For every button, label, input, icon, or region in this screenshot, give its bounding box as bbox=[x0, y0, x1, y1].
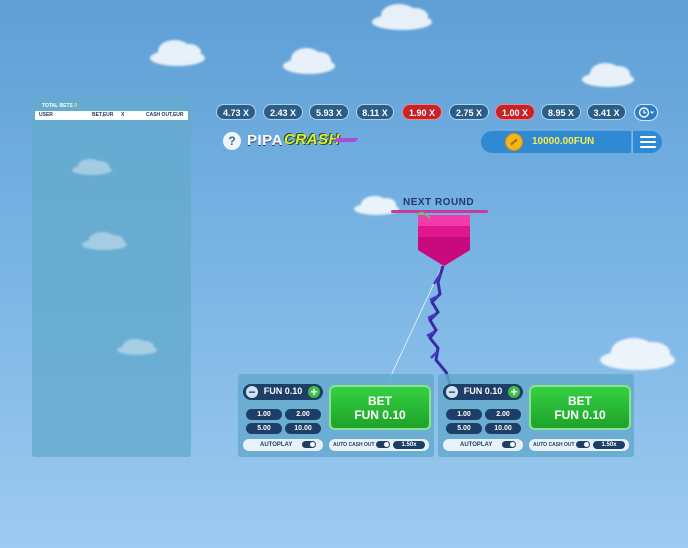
quick-bet-chip[interactable]: 2.00 bbox=[485, 409, 521, 420]
autoplay-switch[interactable] bbox=[502, 441, 516, 448]
bet-panel: − FUN 0.10 + 1.00 2.00 5.00 10.00 BET FU… bbox=[238, 374, 434, 457]
autoplay-switch[interactable] bbox=[302, 441, 316, 448]
auto-cashout-control: AUTO CASH OUT 1.50x bbox=[329, 439, 429, 451]
balance-value: 10000.00FUN bbox=[532, 136, 595, 147]
bet-button-amount: FUN 0.10 bbox=[354, 408, 406, 422]
kite bbox=[387, 212, 470, 385]
hamburger-menu-icon bbox=[640, 136, 656, 138]
game-logo: PIPA CRASH bbox=[247, 131, 359, 152]
history-clock-icon bbox=[638, 107, 654, 118]
cloud bbox=[150, 40, 205, 66]
multiplier-badge: 1.00 X bbox=[495, 104, 535, 120]
autoplay-toggle[interactable]: AUTOPLAY bbox=[443, 439, 523, 451]
bets-table-header: USER BET,EUR X CASH OUT,EUR bbox=[35, 111, 188, 120]
multiplier-badge: 2.75 X bbox=[449, 104, 489, 120]
auto-cashout-value[interactable]: 1.50x bbox=[393, 441, 425, 449]
auto-cashout-label: AUTO CASH OUT bbox=[533, 442, 575, 448]
cloud bbox=[283, 48, 335, 74]
round-status-underline bbox=[391, 210, 488, 213]
bet-button-amount: FUN 0.10 bbox=[554, 408, 606, 422]
bet-amount-stepper: − FUN 0.10 + bbox=[443, 384, 523, 400]
bet-panel: − FUN 0.10 + 1.00 2.00 5.00 10.00 BET FU… bbox=[438, 374, 634, 457]
balance-display: 10000.00FUN bbox=[481, 131, 631, 153]
quick-bet-chip[interactable]: 1.00 bbox=[246, 409, 282, 420]
quick-bet-chip[interactable]: 10.00 bbox=[485, 423, 521, 434]
multiplier-badge: 5.93 X bbox=[309, 104, 349, 120]
cloud bbox=[600, 338, 675, 370]
quick-bet-chip[interactable]: 5.00 bbox=[446, 423, 482, 434]
bet-button-label: BET bbox=[368, 394, 392, 408]
autoplay-toggle[interactable]: AUTOPLAY bbox=[243, 439, 323, 451]
multiplier-badge: 4.73 X bbox=[216, 104, 256, 120]
multiplier-badge: 2.43 X bbox=[263, 104, 303, 120]
cloud bbox=[117, 339, 157, 355]
auto-cashout-value[interactable]: 1.50x bbox=[593, 441, 625, 449]
hamburger-menu-icon bbox=[640, 146, 656, 148]
bet-amount: FUN 0.10 bbox=[263, 386, 303, 396]
cloud bbox=[354, 195, 399, 215]
help-button[interactable]: ? bbox=[223, 132, 241, 150]
bet-button[interactable]: BET FUN 0.10 bbox=[529, 385, 631, 430]
hamburger-menu-icon bbox=[640, 141, 656, 143]
bet-button[interactable]: BET FUN 0.10 bbox=[329, 385, 431, 430]
cloud bbox=[372, 4, 432, 30]
cloud bbox=[72, 159, 112, 175]
column-user: USER bbox=[39, 112, 53, 118]
multiplier-badge: 8.95 X bbox=[541, 104, 581, 120]
autoplay-label: AUTOPLAY bbox=[260, 442, 293, 448]
bet-amount-stepper: − FUN 0.10 + bbox=[243, 384, 323, 400]
auto-cashout-switch[interactable] bbox=[576, 441, 590, 448]
multiplier-badge: 3.41 X bbox=[587, 104, 626, 120]
cloud bbox=[582, 63, 634, 87]
column-x: X bbox=[121, 112, 125, 118]
column-cashout: CASH OUT,EUR bbox=[146, 112, 184, 118]
coin-icon bbox=[505, 133, 523, 151]
total-bets-value: 0 bbox=[74, 103, 78, 109]
auto-cashout-control: AUTO CASH OUT 1.50x bbox=[529, 439, 629, 451]
quick-bet-chip[interactable]: 10.00 bbox=[285, 423, 321, 434]
logo-pipa: PIPA bbox=[247, 132, 283, 149]
decrease-bet-button[interactable]: − bbox=[446, 386, 458, 398]
bets-panel: TOTAL BETS 0 USER BET,EUR X CASH OUT,EUR bbox=[32, 97, 191, 457]
multiplier-badge: 8.11 X bbox=[356, 104, 394, 120]
history-button[interactable] bbox=[634, 104, 658, 121]
cloud bbox=[82, 232, 127, 250]
auto-cashout-switch[interactable] bbox=[376, 441, 390, 448]
logo-crash: CRASH bbox=[284, 131, 340, 148]
autoplay-label: AUTOPLAY bbox=[460, 442, 493, 448]
auto-cashout-label: AUTO CASH OUT bbox=[333, 442, 375, 448]
total-bets: TOTAL BETS 0 bbox=[42, 103, 77, 109]
logo-streak bbox=[333, 138, 359, 142]
decrease-bet-button[interactable]: − bbox=[246, 386, 258, 398]
bet-button-label: BET bbox=[568, 394, 592, 408]
increase-bet-button[interactable]: + bbox=[308, 386, 320, 398]
column-bet: BET,EUR bbox=[92, 112, 114, 118]
total-bets-label: TOTAL BETS bbox=[42, 103, 73, 109]
quick-bet-chip[interactable]: 5.00 bbox=[246, 423, 282, 434]
round-status: NEXT ROUND bbox=[403, 197, 475, 208]
quick-bet-chip[interactable]: 1.00 bbox=[446, 409, 482, 420]
menu-button[interactable] bbox=[632, 131, 662, 153]
increase-bet-button[interactable]: + bbox=[508, 386, 520, 398]
bet-amount: FUN 0.10 bbox=[463, 386, 503, 396]
quick-bet-chip[interactable]: 2.00 bbox=[285, 409, 321, 420]
multiplier-badge: 1.90 X bbox=[402, 104, 442, 120]
